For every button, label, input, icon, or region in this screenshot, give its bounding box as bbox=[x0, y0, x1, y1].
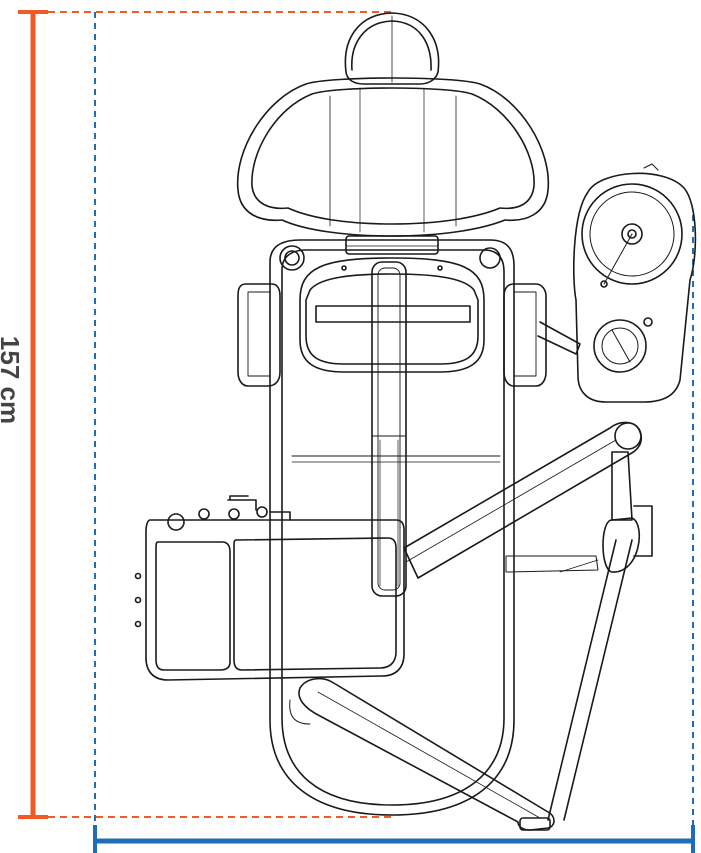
vertical-dimension-label: 157 cm bbox=[0, 336, 25, 424]
cuspidor-connector bbox=[537, 321, 581, 355]
chair-base-body bbox=[269, 239, 515, 816]
right-armrest bbox=[479, 247, 547, 387]
backrest bbox=[236, 77, 550, 237]
lower-support-arm bbox=[289, 677, 555, 831]
leg-rest bbox=[371, 261, 407, 597]
light-arm bbox=[403, 421, 653, 821]
dimension-guides: 157 cm bbox=[0, 10, 695, 853]
instrument-tray bbox=[134, 495, 405, 681]
dental-chair-drawing bbox=[134, 12, 697, 831]
headrest bbox=[344, 12, 440, 85]
left-armrest bbox=[237, 245, 305, 387]
backrest-hinge bbox=[345, 235, 439, 255]
seat-cushion bbox=[299, 257, 485, 373]
spittoon-unit bbox=[573, 163, 697, 403]
